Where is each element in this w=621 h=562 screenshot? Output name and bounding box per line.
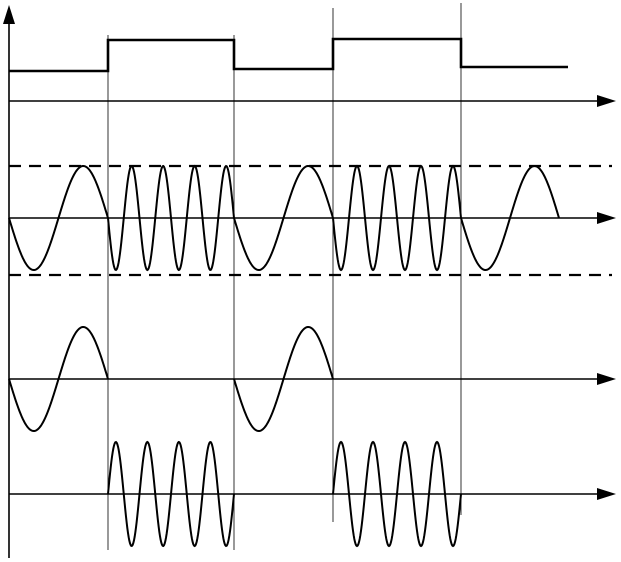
low-frequency-time-axis-arrowhead: [597, 373, 616, 385]
digital-signal-row: [9, 37, 616, 107]
vertical-axis-arrowhead: [3, 5, 15, 24]
fsk-signal-row: [8, 164, 616, 277]
digital-square-wave: [9, 37, 568, 73]
high-frequency-row: [9, 440, 616, 548]
digital-time-axis-arrowhead: [597, 95, 616, 107]
low-frequency-row: [8, 325, 616, 433]
vertical-axis: [3, 5, 15, 558]
fsk-time-axis-arrowhead: [597, 212, 616, 224]
high-frequency-wave: [107, 440, 462, 548]
low-frequency-wave: [8, 325, 334, 433]
fsk-modulated-wave: [8, 164, 560, 272]
bit-boundary-guides: [107, 3, 462, 550]
high-frequency-time-axis-arrowhead: [597, 488, 616, 500]
